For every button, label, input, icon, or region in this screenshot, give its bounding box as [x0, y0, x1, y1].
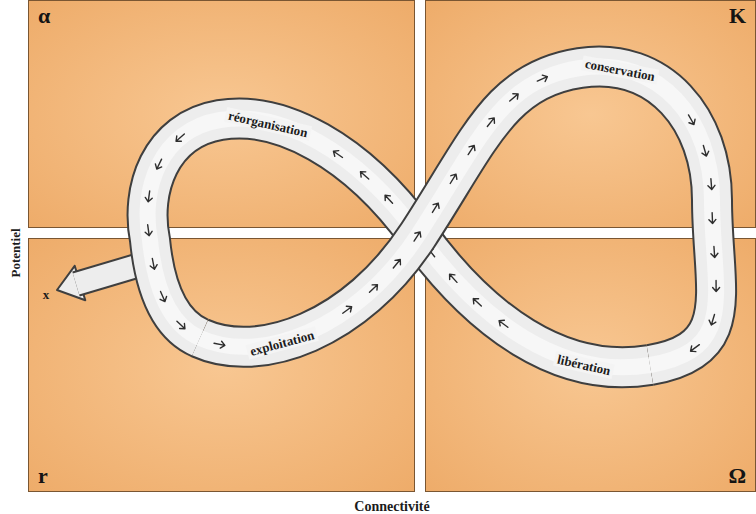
flow-arrow [709, 212, 716, 223]
flow-arrow [383, 193, 396, 206]
flow-arrow [471, 296, 484, 309]
flow-arrow [175, 319, 188, 332]
flow-arrow [700, 145, 710, 158]
flow-arrow [331, 148, 344, 160]
flow-arrow [710, 246, 718, 257]
flow-arrow [713, 280, 720, 291]
flow-arrow [411, 230, 423, 243]
flow-arrow [144, 224, 152, 236]
ribbon-exploitation-conservation [200, 67, 720, 365]
flow-arrow [497, 318, 510, 330]
flow-arrow [154, 158, 165, 171]
flow-arrow [367, 282, 380, 295]
phase-letter: α [38, 4, 50, 28]
axis-label: Potentiel [9, 228, 22, 277]
flow-arrow [685, 113, 697, 126]
axis-label: Connectivité [354, 500, 429, 514]
flow-arrow [507, 91, 520, 103]
flow-arrow [174, 131, 187, 144]
phase-letter: K [729, 4, 746, 28]
flow-arrow [391, 257, 403, 270]
flow-arrow [465, 143, 477, 156]
quadrant-box: α [28, 0, 415, 228]
quadrant-box: r [28, 238, 415, 492]
phase-letter: r [38, 464, 48, 488]
flow-arrow [447, 172, 459, 185]
flow-arrow [708, 313, 718, 326]
flow-arrow [536, 73, 549, 84]
flow-arrow [358, 169, 371, 182]
flow-arrow [485, 116, 497, 129]
flow-arrow [447, 272, 460, 285]
flow-arrow [341, 304, 354, 316]
flow-arrow [688, 342, 701, 354]
axis-label: x [43, 288, 50, 301]
flow-arrow [149, 258, 158, 270]
flow-arrow [157, 290, 168, 303]
flow-arrow [213, 340, 225, 349]
flow-arrow [429, 201, 441, 214]
flow-arrow [707, 178, 715, 190]
flow-arrows [213, 73, 719, 353]
flow-arrow [145, 190, 153, 202]
phase-letter: Ω [728, 464, 746, 488]
quadrant-box: K [425, 0, 756, 228]
